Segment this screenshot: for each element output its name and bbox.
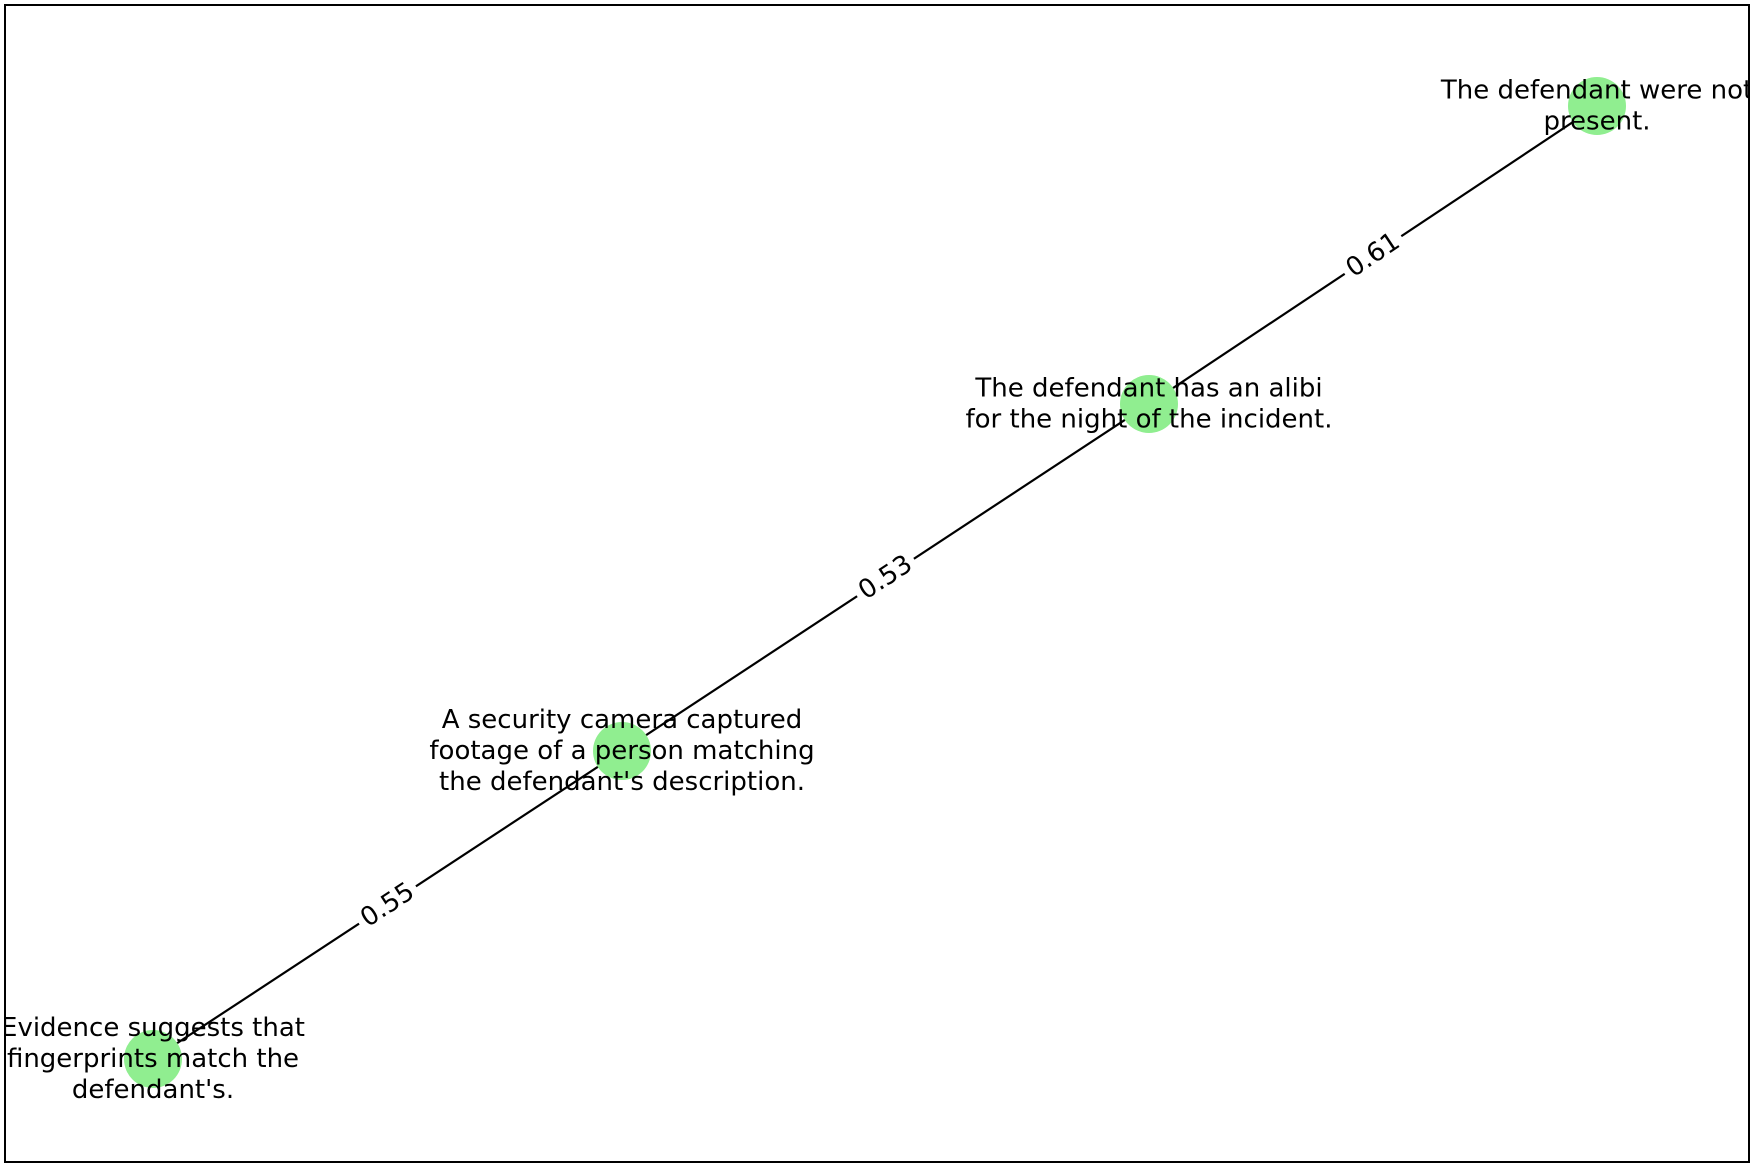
edge-weight-background <box>847 544 924 611</box>
node-label-line: A security camera captured <box>442 705 803 735</box>
node-label-line: Evidence suggests that <box>1 1013 305 1043</box>
node-label-line: present. <box>1543 107 1650 137</box>
node-label-line: the defendant's description. <box>439 767 805 797</box>
node-label-line: footage of a person matching <box>429 736 814 766</box>
node-label-line: for the night of the incident. <box>965 405 1332 435</box>
edge-labels-layer: 0.550.530.61 <box>349 222 1411 938</box>
node-n2 <box>593 722 651 780</box>
nodes-layer <box>124 77 1626 1088</box>
node-n3 <box>1120 375 1178 433</box>
node-n1 <box>124 1030 182 1088</box>
node-label-line: defendant's. <box>72 1075 234 1105</box>
node-label-line: The defendant has an alibi <box>974 374 1322 404</box>
node-n4 <box>1568 77 1626 135</box>
node-label-line: fingerprints match the <box>7 1044 299 1074</box>
edge-weight-background <box>349 872 426 938</box>
node-label-line: The defendant were not <box>1440 76 1753 106</box>
edge-weight-n3-n4: 0.61 <box>1335 222 1411 288</box>
edge-weight-background <box>1335 222 1411 288</box>
